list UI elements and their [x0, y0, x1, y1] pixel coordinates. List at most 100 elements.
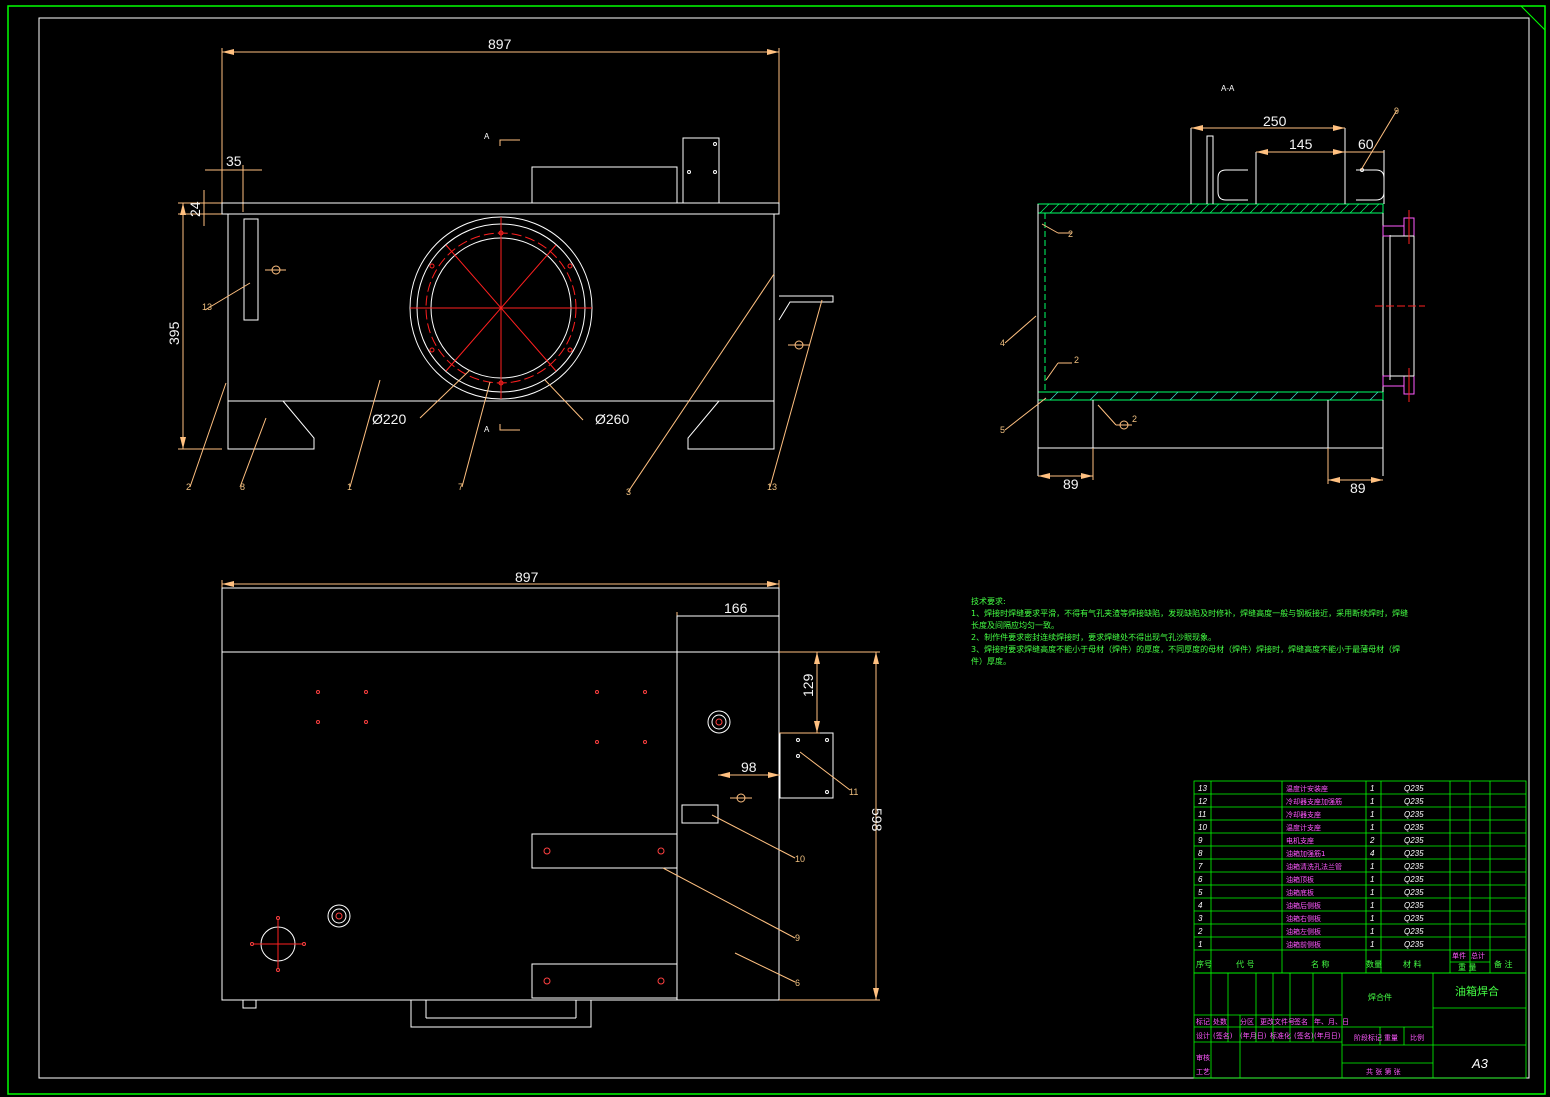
table-cell-name: 温度计安装座 [1286, 784, 1328, 793]
weight-label: 重量 [1384, 1034, 1398, 1042]
notes-line-3: 2、制作件要求密封连续焊接时，要求焊缝处不得出现气孔沙眼现象。 [971, 632, 1216, 642]
table-cell-qty: 1 [1370, 888, 1374, 897]
scale-label: 比例 [1410, 1033, 1424, 1042]
notes-title: 技术要求: [971, 596, 1006, 606]
technical-notes: 技术要求: 1、焊接时焊缝要求平滑，不得有气孔夹渣等焊接缺陷，发现缺陷及时修补，… [971, 596, 1408, 666]
table-cell-qty: 1 [1370, 914, 1374, 923]
weld-size-1: 2 [1068, 229, 1073, 239]
table-cell-no: 7 [1198, 862, 1203, 871]
leader-label-9: 9 [795, 933, 800, 943]
parts-table [1193, 780, 1527, 974]
table-cell-qty: 1 [1370, 823, 1374, 832]
front-view: 897 35 24 395 [166, 36, 834, 493]
leader-label-7: 7 [458, 482, 463, 492]
dim-60: 60 [1358, 136, 1374, 152]
dim-250: 250 [1263, 113, 1287, 129]
table-cell-material: Q235 [1404, 875, 1424, 884]
dim-166: 166 [724, 600, 748, 616]
section-view: A-A [1004, 84, 1425, 496]
sheet-size: A3 [1471, 1056, 1489, 1071]
rev-zone: 分区 [1240, 1017, 1254, 1026]
table-cell-no: 12 [1198, 797, 1207, 806]
table-cell-qty: 1 [1370, 784, 1374, 793]
notes-line-4: 3、焊接时要求焊缝高度不能小于母材（焊件）的厚度，不同厚度的母材（焊件）焊接时，… [971, 644, 1400, 654]
rev-sign: 签名 [1294, 1017, 1308, 1026]
dim-129: 129 [800, 673, 816, 697]
table-cell-name: 温度计支座 [1286, 823, 1321, 832]
dim-35: 35 [226, 153, 242, 169]
table-cell-qty: 2 [1369, 836, 1375, 845]
dim-598: 598 [869, 808, 885, 832]
table-cell-no: 3 [1198, 914, 1203, 923]
subtitle-welded: 焊合件 [1368, 992, 1392, 1002]
rev-doc: 更改文件号 [1260, 1017, 1295, 1026]
header-weight: 重 量 [1458, 962, 1477, 972]
dim-24: 24 [187, 201, 203, 217]
table-cell-qty: 4 [1370, 849, 1375, 858]
table-cell-name: 冷却器支座 [1286, 810, 1321, 819]
table-cell-material: Q235 [1404, 901, 1424, 910]
dim-89-right: 89 [1350, 480, 1366, 496]
table-cell-name: 油箱前侧板 [1286, 940, 1321, 949]
table-cell-name: 油箱清洗孔法兰管 [1286, 862, 1342, 871]
table-cell-name: 电机支座 [1286, 836, 1314, 845]
design-label: 设计 [1196, 1031, 1210, 1040]
title-block [1193, 972, 1527, 1079]
notes-line-5: 件）厚度。 [971, 656, 1011, 666]
leader-label-13-left: 13 [202, 302, 212, 312]
header-total-weight: 总计 [1471, 951, 1485, 960]
rev-count: 处数 [1213, 1017, 1227, 1026]
table-cell-name: 油箱顶板 [1286, 875, 1314, 884]
table-cell-name: 油箱底板 [1286, 888, 1314, 897]
weld-size-3: 2 [1132, 414, 1137, 424]
rev-mark: 标记 [1196, 1017, 1210, 1026]
section-mark-a-top: A [484, 132, 490, 141]
header-code: 代 号 [1236, 959, 1255, 969]
corner-mark-tr [1520, 5, 1546, 31]
notes-line-2: 长度及间隔应均匀一致。 [971, 620, 1059, 630]
corner-mark-tl [7, 5, 28, 30]
table-cell-material: Q235 [1404, 810, 1424, 819]
header-unit-weight: 单件 [1452, 951, 1466, 960]
table-cell-no: 6 [1198, 875, 1203, 884]
table-cell-name: 冷却器支座加强筋 [1286, 797, 1342, 806]
table-cell-no: 10 [1198, 823, 1207, 832]
dim-89-left: 89 [1063, 476, 1079, 492]
design-date: (年月日) [1240, 1031, 1267, 1040]
dim-phi220: Ø220 [372, 411, 406, 427]
standard-sign: (签名) [1294, 1031, 1314, 1040]
table-cell-qty: 1 [1370, 862, 1374, 871]
section-leader-5: 5 [1000, 425, 1005, 435]
section-leader-9: 9 [1394, 106, 1399, 116]
section-title: A-A [1221, 84, 1235, 93]
table-cell-material: Q235 [1404, 849, 1424, 858]
rev-date: 年、月、日 [1314, 1017, 1349, 1026]
table-cell-material: Q235 [1404, 784, 1424, 793]
sheet-count: 共 张 第 张 [1366, 1067, 1401, 1076]
table-cell-name: 油箱左侧板 [1286, 927, 1321, 936]
table-cell-no: 2 [1197, 927, 1203, 936]
table-cell-material: Q235 [1404, 862, 1424, 871]
header-remark: 备 注 [1494, 959, 1513, 969]
table-cell-no: 11 [1198, 810, 1206, 819]
table-cell-material: Q235 [1404, 797, 1424, 806]
header-material: 材 料 [1403, 959, 1422, 969]
leader-label-11: 11 [849, 787, 858, 797]
table-cell-qty: 1 [1370, 927, 1374, 936]
table-cell-material: Q235 [1404, 836, 1424, 845]
table-cell-name: 油箱加强筋1 [1286, 849, 1325, 858]
table-cell-name: 油箱右侧板 [1286, 914, 1321, 923]
leader-label-2: 2 [186, 482, 191, 492]
header-name: 名 称 [1311, 959, 1330, 969]
table-cell-name: 油箱后侧板 [1286, 901, 1321, 910]
outer-frame [7, 5, 1546, 1095]
stage-label: 阶段标记 [1354, 1033, 1382, 1042]
dim-98: 98 [741, 759, 757, 775]
table-cell-material: Q235 [1404, 914, 1424, 923]
table-cell-no: 1 [1198, 940, 1202, 949]
dim-phi260: Ø260 [595, 411, 629, 427]
table-cell-qty: 1 [1370, 797, 1374, 806]
drawing-name: 油箱焊合 [1455, 984, 1499, 998]
table-cell-material: Q235 [1404, 823, 1424, 832]
section-mark-a-bottom: A [484, 425, 490, 434]
